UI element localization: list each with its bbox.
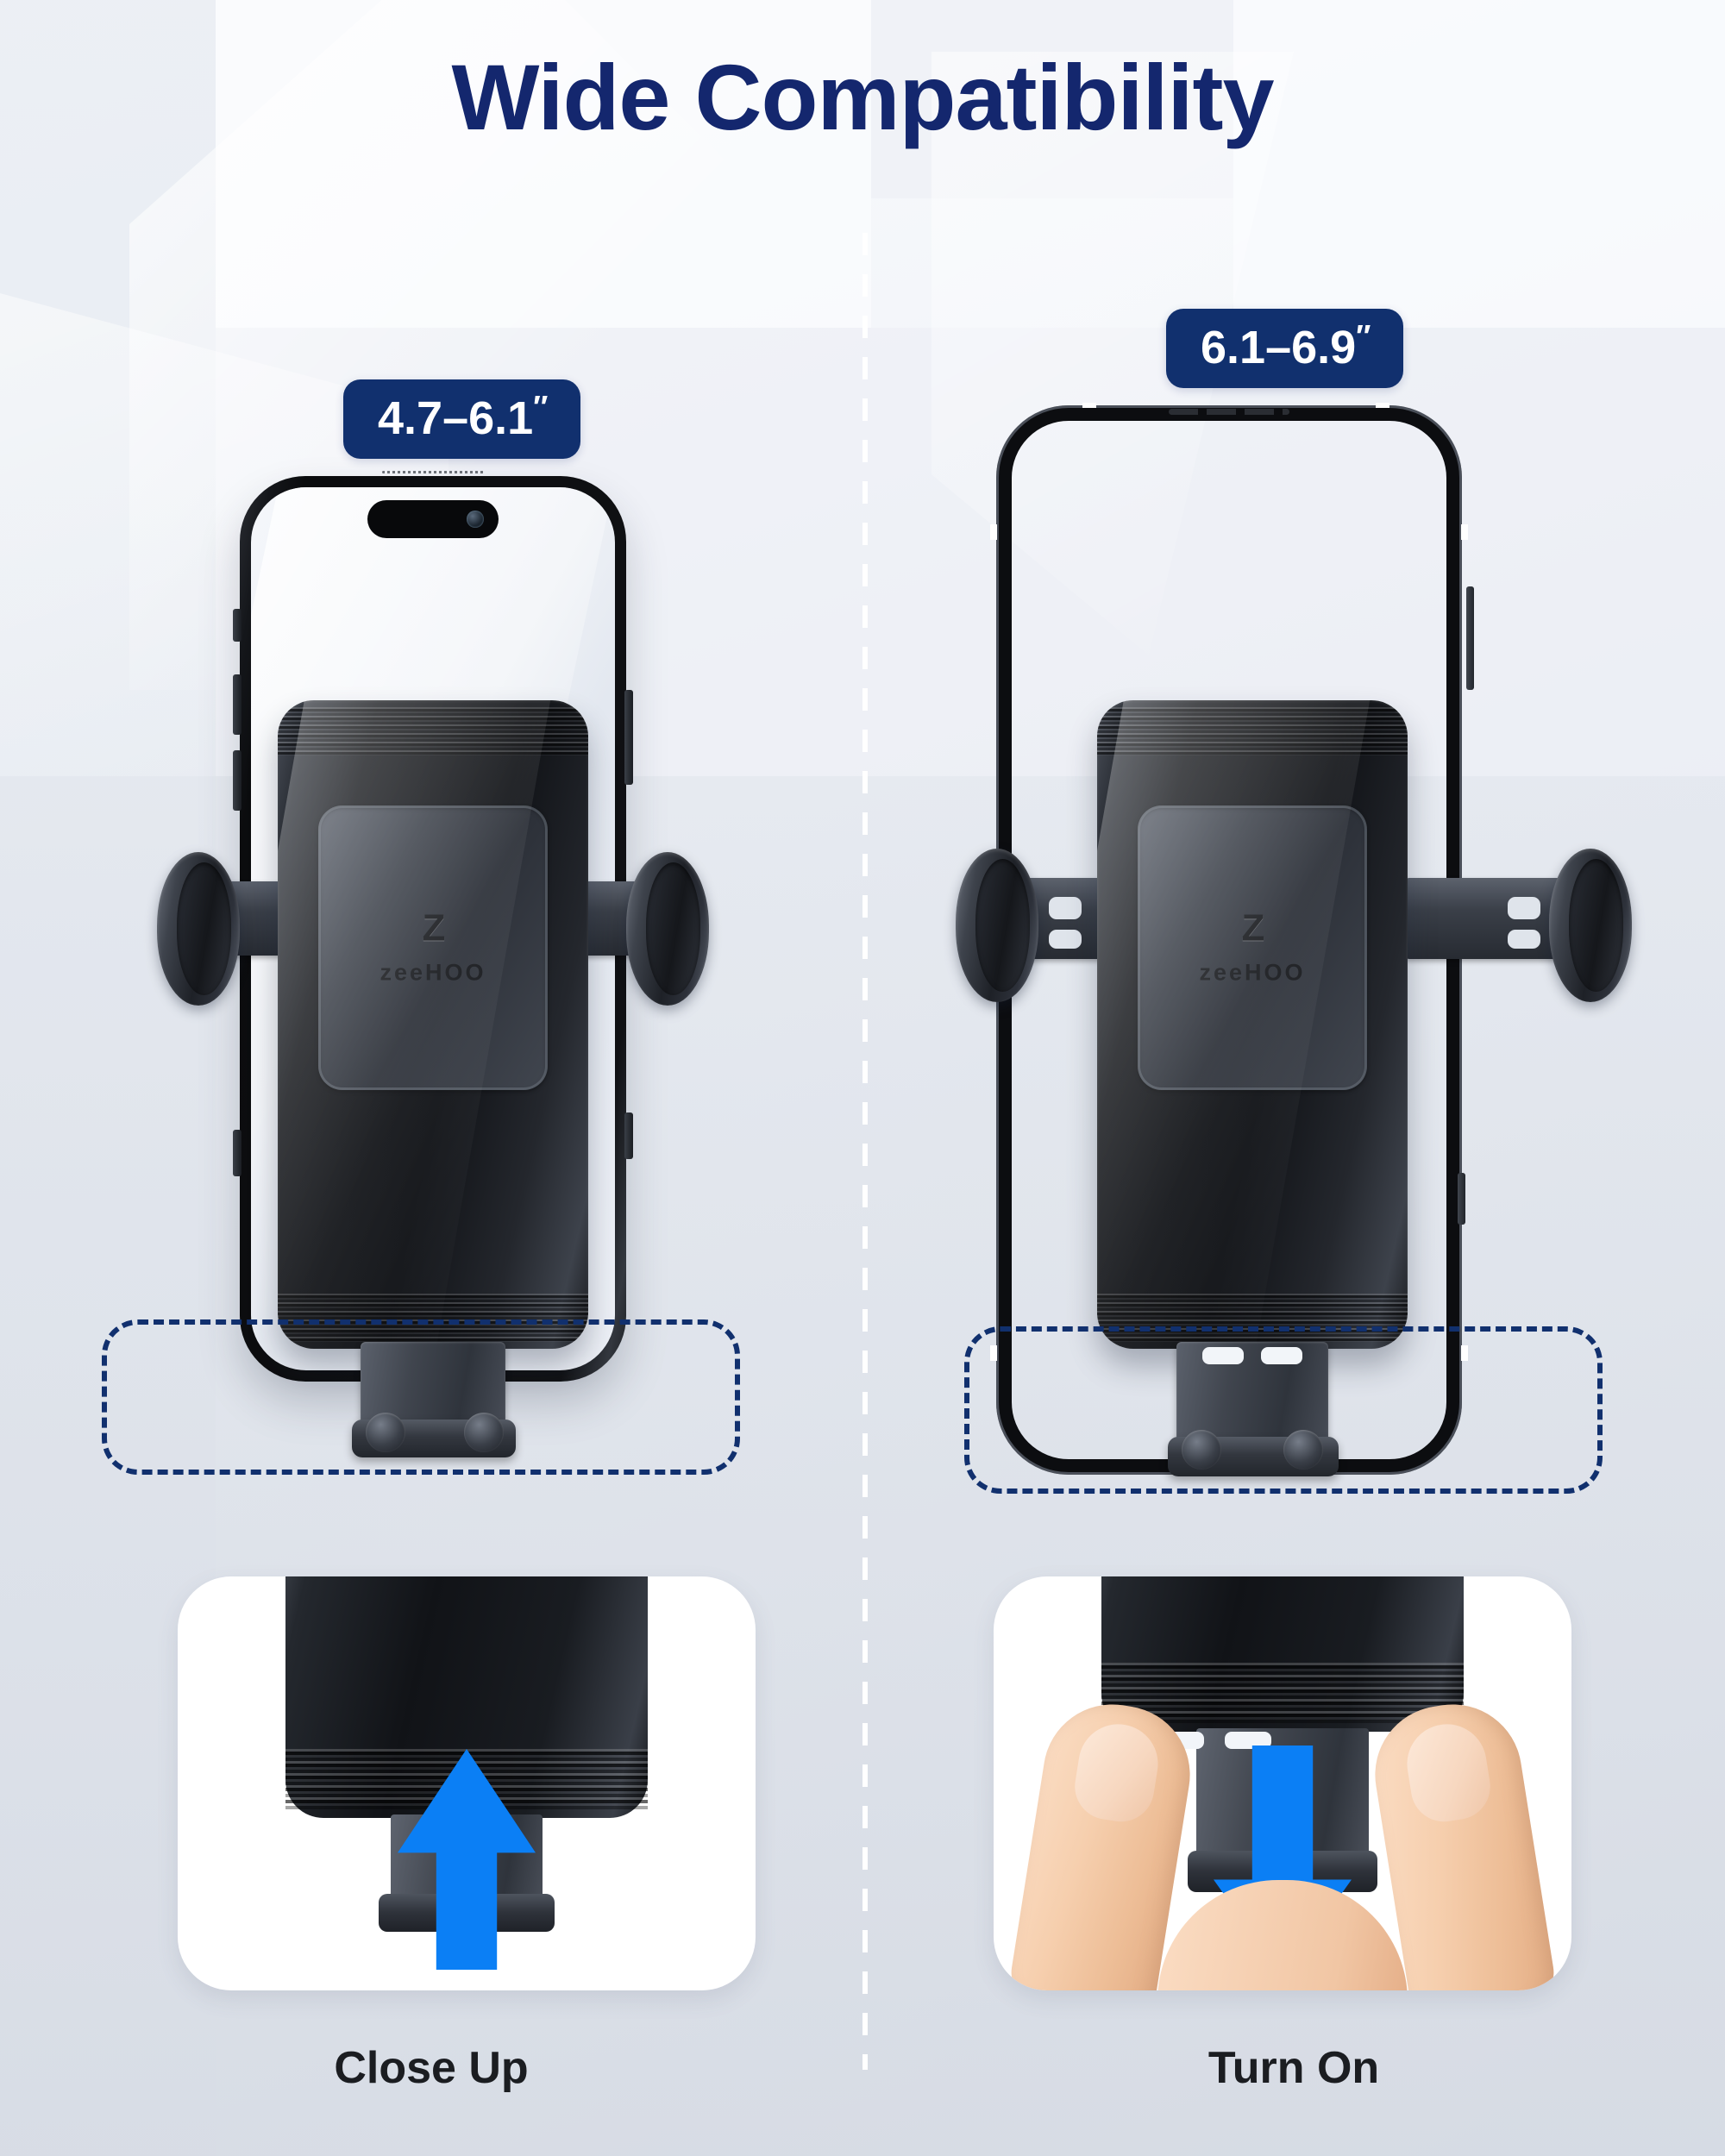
inset-card-turn-on [994, 1576, 1571, 1990]
phone-volume-down-button [233, 750, 242, 811]
inset-device-body-right [1101, 1576, 1464, 1732]
earpiece-icon [382, 471, 484, 473]
holder-body-left: Z zeeHOO [278, 700, 588, 1349]
front-camera-icon [467, 511, 484, 528]
holder-knob-right [464, 1413, 504, 1452]
fingernail-left [1070, 1718, 1164, 1827]
fingernail-right [1401, 1718, 1496, 1827]
holder-fins-top [278, 707, 588, 755]
phone-side-detail-left [233, 1130, 242, 1176]
holder-knob-left [366, 1413, 405, 1452]
inch-mark-icon: ″ [533, 389, 548, 424]
page-title: Wide Compatibility [451, 45, 1274, 149]
phone-side-detail-right [624, 1112, 633, 1159]
holder-grip-inner-left-2 [975, 859, 1031, 992]
phone-frame-mark-top-left [1082, 403, 1096, 408]
holder-arm-slot-r2 [1508, 930, 1540, 949]
phone-side-detail-right-2 [1458, 1173, 1465, 1225]
holder-neck-slot-2 [1261, 1347, 1302, 1364]
holder-arm-slot-l2 [1049, 930, 1082, 949]
phone-frame-mark-top-right [1376, 403, 1389, 408]
size-badge-right-range: 6.1–6.9 [1201, 322, 1357, 373]
dynamic-island [367, 500, 499, 538]
highlight-dashed-box-right [964, 1326, 1603, 1494]
holder-knob-right-2 [1283, 1430, 1323, 1470]
phone-power-button [624, 690, 633, 785]
holder-neck-slot-1 [1202, 1347, 1244, 1364]
highlight-dashed-box-left [102, 1319, 740, 1475]
holder-grip-inner-right [646, 862, 701, 995]
holder-grip-pad-left [157, 852, 240, 1006]
holder-grip-pad-left-2 [956, 849, 1038, 1002]
panel-close-up: 4.7–6.1″ Z zeeHOO [0, 0, 862, 2156]
wireless-charging-pad-right: Z zeeHOO [1138, 805, 1367, 1090]
brand-z-mark-icon: Z [422, 906, 446, 950]
holder-neck-left [361, 1342, 505, 1425]
panel-turn-on: 6.1–6.9″ [862, 0, 1725, 2156]
size-badge-left-range: 4.7–6.1 [378, 392, 534, 444]
size-badge-left: 4.7–6.1″ [343, 379, 581, 459]
brand-wordmark: zeeHOO [380, 959, 486, 986]
size-badge-right: 6.1–6.9″ [1166, 309, 1404, 388]
holder-body-right: Z zeeHOO [1097, 700, 1408, 1349]
inset-fins-right [1101, 1663, 1464, 1723]
inset-neck-slot-2 [1225, 1732, 1271, 1749]
holder-grip-inner-left [177, 862, 232, 995]
brand-wordmark: zeeHOO [1199, 959, 1306, 986]
holder-arm-slot-l1 [1049, 897, 1082, 919]
holder-fins-top-2 [1097, 707, 1408, 755]
wireless-charging-pad-left: Z zeeHOO [318, 805, 548, 1090]
inch-mark-icon: ″ [1356, 318, 1371, 354]
brand-logo-right: Z zeeHOO [1138, 906, 1367, 987]
phone-power-button-right [1466, 586, 1474, 690]
holder-fins-bottom [278, 1294, 588, 1342]
inset-card-close-up [178, 1576, 756, 1990]
caption-turn-on: Turn On [1208, 2043, 1380, 2093]
thumb-base [1157, 1880, 1408, 1990]
phone-frame-mark-mid-left [990, 524, 997, 540]
phone-frame-mark-bottom-right [1461, 1345, 1468, 1361]
holder-grip-pad-right-2 [1549, 849, 1632, 1002]
phone-frame-mark-mid-right [1461, 524, 1468, 540]
holder-grip-inner-right-2 [1569, 859, 1624, 992]
bg-block-4 [1233, 0, 1725, 328]
brand-logo-left: Z zeeHOO [318, 906, 548, 987]
phone-volume-up-button [233, 674, 242, 735]
phone-mute-switch [233, 609, 242, 642]
phone-speaker-slot-right [1169, 409, 1289, 415]
holder-grip-pad-right [626, 852, 709, 1006]
caption-close-up: Close Up [334, 2043, 529, 2093]
holder-arm-slot-r1 [1508, 897, 1540, 919]
panel-divider [862, 233, 868, 2070]
holder-knob-left-2 [1182, 1430, 1221, 1470]
holder-fins-bottom-2 [1097, 1294, 1408, 1342]
holder-neck-right [1176, 1342, 1328, 1447]
brand-z-mark-icon: Z [1241, 906, 1265, 950]
